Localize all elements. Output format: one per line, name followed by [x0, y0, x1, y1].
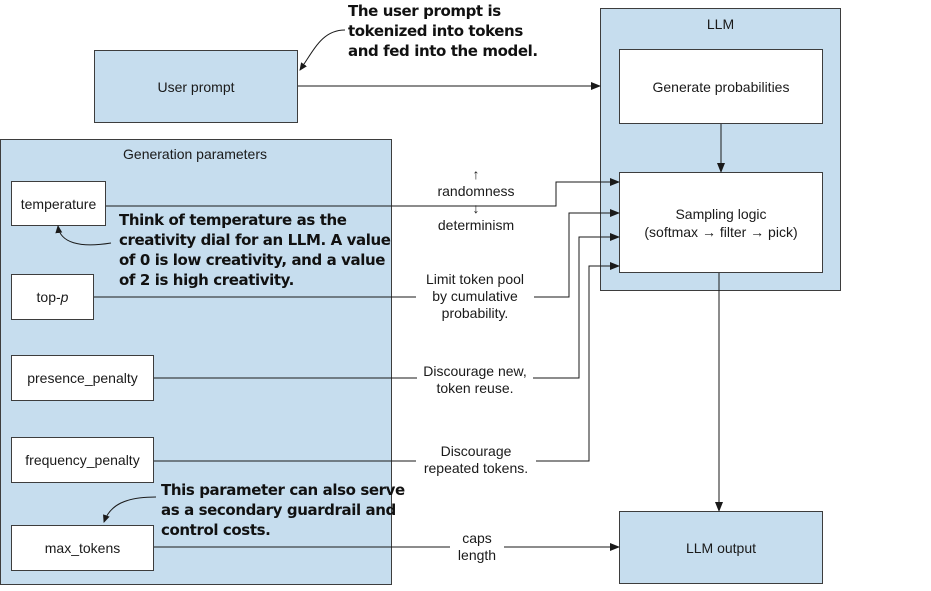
top-p-label: top-p [36, 289, 69, 305]
generate-probabilities-box: Generate probabilities [619, 49, 823, 124]
max-tokens-label: max_tokens [44, 540, 121, 556]
prompt-note: The user prompt is tokenized into tokens… [348, 2, 538, 60]
presence-penalty-box: presence_penalty [11, 355, 154, 401]
prompt-note-arrow [299, 29, 346, 71]
frequency-penalty-label: frequency_penalty [25, 452, 140, 468]
temperature-edge-label: ↑ randomness ↓ determinism [424, 166, 528, 234]
frequency-penalty-box: frequency_penalty [11, 437, 154, 483]
generation-parameters-title: Generation parameters [123, 146, 267, 162]
presence-penalty-label: presence_penalty [27, 370, 138, 386]
llm-output-box: LLM output [619, 511, 823, 584]
temperature-note: Think of temperature as the creativity d… [119, 211, 391, 289]
top-p-edge-label: Limit token pool by cumulative probabili… [416, 271, 534, 322]
sampling-logic-detail: (softmax → filter → pick) [644, 223, 798, 240]
user-prompt-box: User prompt [94, 50, 298, 123]
presence-penalty-edge-label: Discourage new, token reuse. [417, 363, 533, 397]
sampling-logic-box: Sampling logic (softmax → filter → pick) [619, 172, 823, 273]
sampling-logic-label: Sampling logic [675, 205, 767, 222]
llm-title: LLM [706, 16, 735, 32]
top-p-box: top-p [11, 274, 94, 320]
generate-probabilities-label: Generate probabilities [652, 78, 790, 95]
temperature-label: temperature [20, 195, 97, 212]
max-tokens-box: max_tokens [11, 525, 154, 571]
max-tokens-note: This parameter can also serve as a secon… [161, 481, 405, 539]
frequency-penalty-edge-label: Discourage repeated tokens. [416, 443, 536, 477]
temperature-box: temperature [11, 181, 106, 226]
llm-output-label: LLM output [685, 539, 757, 556]
user-prompt-label: User prompt [157, 78, 235, 95]
max-tokens-edge-label: caps length [450, 530, 504, 564]
